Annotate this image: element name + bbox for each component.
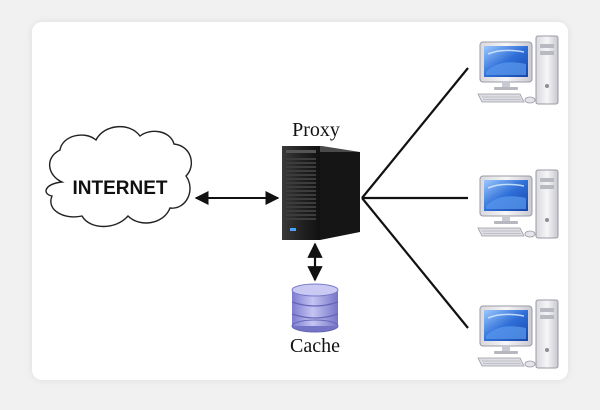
cloud-icon	[45, 126, 193, 228]
desktop-computer-icon	[477, 299, 559, 369]
client-computer-2	[477, 169, 559, 239]
server-tower-icon	[282, 146, 360, 240]
internet-cloud: INTERNET	[45, 126, 193, 228]
desktop-computer-icon	[477, 169, 559, 239]
cache-label: Cache	[290, 335, 340, 357]
desktop-computer-icon	[477, 35, 559, 105]
internet-label: INTERNET	[73, 178, 168, 199]
proxy-label: Proxy	[292, 119, 340, 141]
database-icon	[291, 283, 339, 333]
client-computer-1	[477, 35, 559, 105]
client-links	[361, 67, 469, 329]
cache-database: Cache	[290, 283, 340, 357]
link-client-3	[361, 197, 469, 329]
proxy-server: Proxy	[282, 119, 360, 240]
link-client-1	[361, 67, 469, 199]
client-computer-3	[477, 299, 559, 369]
